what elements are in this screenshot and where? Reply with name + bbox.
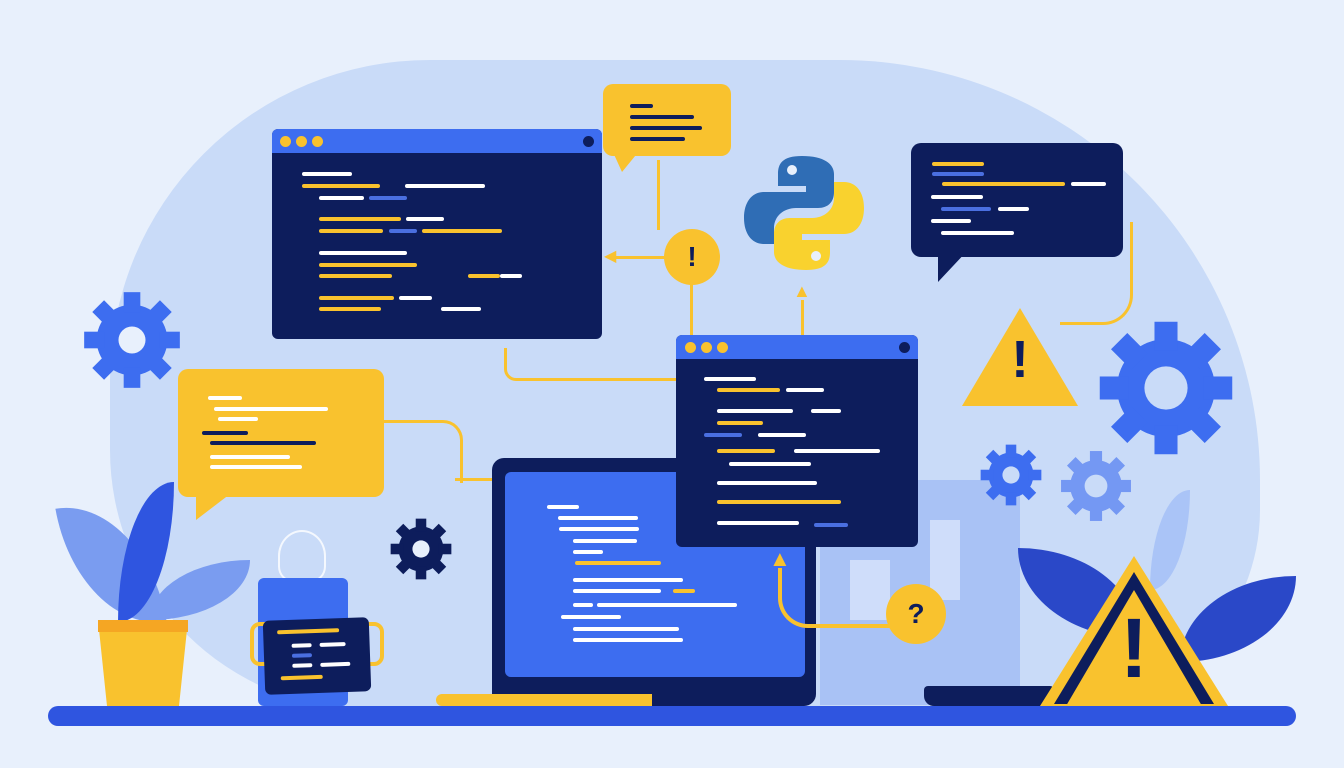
code-window-top-left — [272, 129, 602, 339]
window-close-icon — [583, 136, 594, 147]
gear-icon — [388, 516, 454, 582]
code-window-center — [676, 335, 918, 547]
speech-bubble-yellow-top — [603, 84, 731, 156]
bubble-tail — [196, 494, 230, 520]
plant-pot — [98, 620, 188, 706]
warning-exclamation: ! — [1011, 331, 1029, 389]
window-titlebar — [676, 335, 918, 359]
gear-icon — [978, 442, 1044, 508]
connector-wire — [455, 478, 495, 481]
bubble-tail — [612, 150, 640, 172]
window-titlebar — [272, 129, 602, 153]
lightbulb-icon — [278, 530, 326, 582]
laptop-base — [436, 694, 652, 706]
gear-icon — [80, 288, 184, 392]
mug-plate — [924, 686, 1054, 706]
arrow-up-icon: ▲ — [793, 281, 811, 301]
python-logo-icon — [742, 152, 866, 274]
window-dot-icon — [280, 136, 291, 147]
connector-wire — [690, 280, 693, 338]
connector-arrow — [610, 256, 672, 259]
bubble-tail — [938, 250, 968, 282]
window-dot-icon — [312, 136, 323, 147]
gear-exclamation-icon: ! — [668, 233, 716, 281]
arrow-left-icon: ◀ — [604, 248, 617, 265]
gear-question-icon: ? — [890, 588, 942, 640]
warning-exclamation: ! — [1120, 601, 1148, 695]
gear-icon — [1058, 448, 1134, 524]
arrow-up-icon: ▲ — [769, 546, 791, 571]
building-window — [930, 520, 960, 600]
gear-icon — [1094, 316, 1238, 460]
plant-pot-rim — [98, 620, 188, 632]
window-dot-icon — [685, 342, 696, 353]
connector-arrow — [778, 568, 902, 628]
connector-wire — [657, 160, 662, 230]
connector-wire — [1060, 222, 1133, 325]
desk-surface — [48, 706, 1296, 726]
window-dot-icon — [717, 342, 728, 353]
speech-bubble-navy-right — [911, 143, 1123, 257]
device-screen — [262, 617, 372, 695]
window-dot-icon — [701, 342, 712, 353]
window-dot-icon — [296, 136, 307, 147]
speech-bubble-yellow-left — [178, 369, 384, 497]
warning-triangle-icon — [962, 308, 1078, 406]
window-close-icon — [899, 342, 910, 353]
connector-arrow — [801, 300, 804, 336]
warning-triangle-large — [1066, 590, 1202, 706]
connector-wire — [380, 420, 463, 483]
connector-wire — [504, 348, 679, 381]
